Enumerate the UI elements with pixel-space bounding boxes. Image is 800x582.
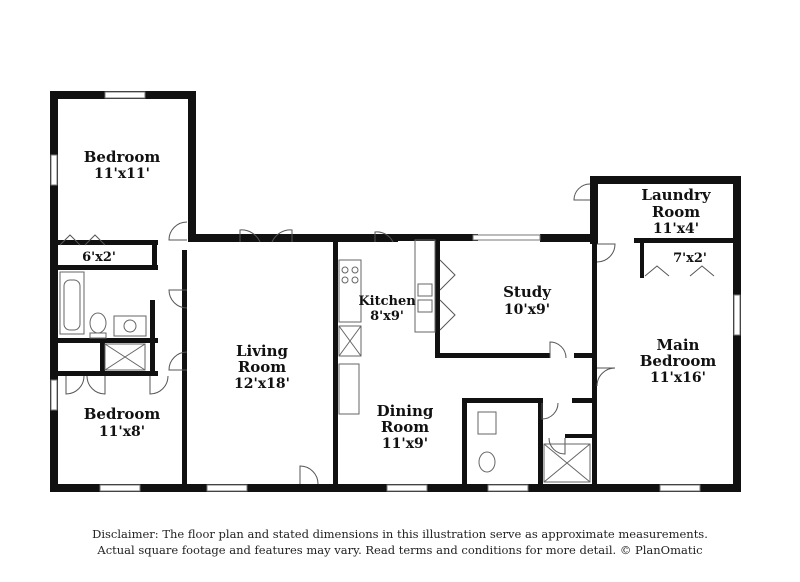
- room-name: Study: [503, 283, 552, 301]
- fixtures: [59, 239, 591, 483]
- interior-walls: [58, 234, 736, 484]
- room-name: Bedroom: [84, 405, 161, 423]
- pantry-icon: [338, 363, 360, 415]
- room-dims: 11'x8': [99, 424, 145, 440]
- toilet-icon-2: [478, 451, 496, 473]
- toilet-icon: [89, 312, 107, 334]
- closet-dims: 6'x2': [82, 250, 116, 265]
- disclaimer-line-1: Disclaimer: The floor plan and stated di…: [92, 527, 708, 541]
- room-dims: 12'x18': [234, 376, 290, 392]
- room-name-2: Room: [238, 358, 286, 376]
- shower-icon: [104, 343, 146, 371]
- room-dims: 8'x9': [370, 309, 404, 324]
- kitchen-sink-icon: [417, 283, 433, 297]
- stove-icon: [338, 259, 362, 323]
- windows: [50, 91, 741, 492]
- room-name: Main: [657, 336, 700, 354]
- sink-icon: [113, 315, 147, 337]
- room-name: Dining: [377, 402, 434, 420]
- room-dims: 11'x11': [94, 166, 150, 182]
- room-name-2: Room: [652, 203, 700, 221]
- room-dims: 11'x9': [382, 436, 428, 452]
- room-dims: 11'x16': [650, 370, 706, 386]
- room-name: Living: [236, 342, 289, 360]
- room-name: Laundry: [641, 186, 711, 204]
- kitchen-counter-icon: [414, 239, 436, 333]
- room-dims: 11'x4': [653, 221, 699, 237]
- room-name: Bedroom: [84, 148, 161, 166]
- bathtub-icon: [59, 271, 85, 335]
- disclaimer-line-2: Actual square footage and features may v…: [97, 543, 703, 557]
- room-name-2: Bedroom: [640, 352, 717, 370]
- fridge-icon: [338, 325, 362, 357]
- shower-icon-2: [543, 443, 591, 483]
- doors: [59, 183, 715, 485]
- closet-dims: 7'x2': [673, 251, 707, 266]
- room-dims: 10'x9': [504, 302, 550, 318]
- sink-icon-2: [477, 411, 497, 435]
- room-name: Kitchen: [358, 294, 416, 309]
- room-labels: Bedroom 11'x11' 6'x2' Bedroom 11'x8' Liv…: [82, 148, 716, 452]
- room-name-2: Room: [381, 418, 429, 436]
